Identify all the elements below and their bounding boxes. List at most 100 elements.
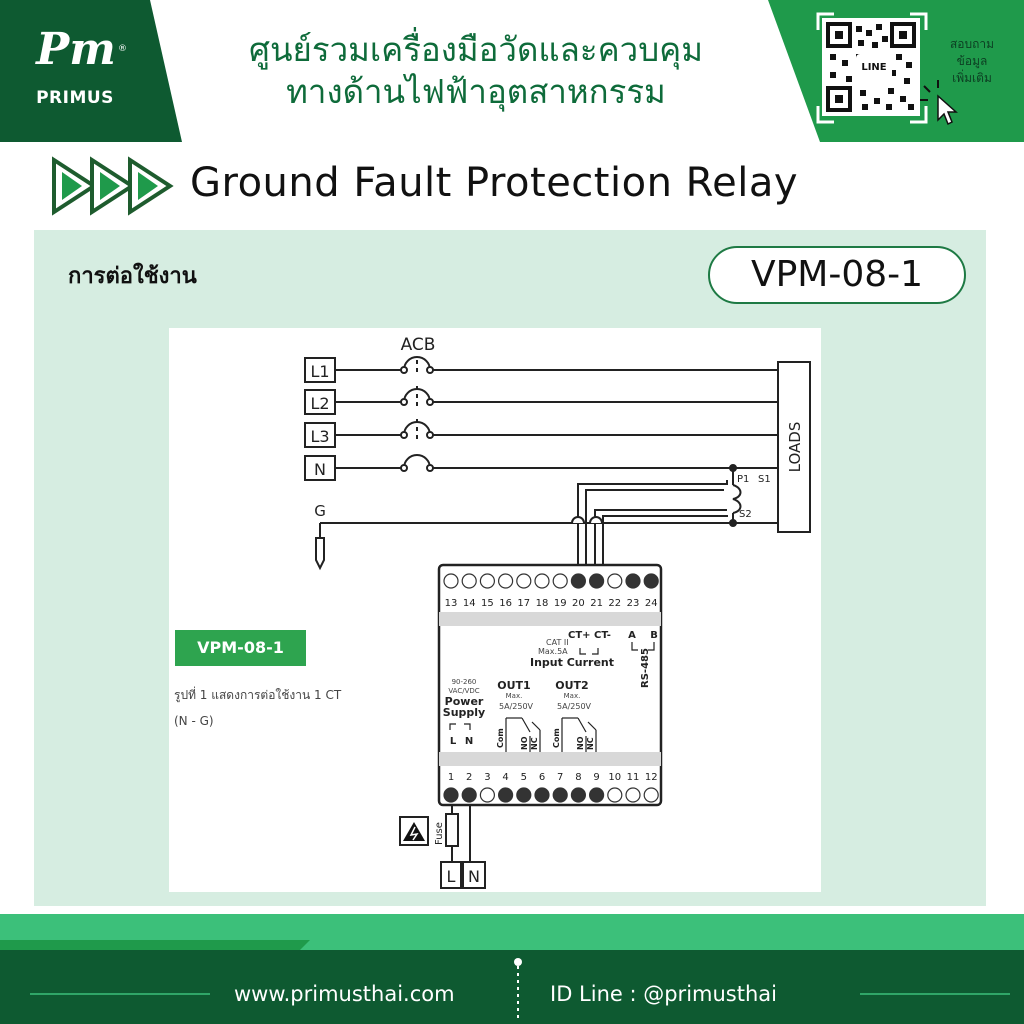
out1-max-label: Max. bbox=[506, 692, 523, 700]
terminal-screw bbox=[461, 787, 477, 803]
terminal-number: 22 bbox=[608, 598, 621, 609]
ct-s2-label: S2 bbox=[739, 509, 752, 520]
rs485-label: RS-485 bbox=[640, 648, 651, 688]
line-label-l1: L1 bbox=[310, 362, 329, 381]
fuse-label: Fuse bbox=[434, 822, 445, 845]
terminal-screw bbox=[607, 787, 623, 803]
page-title: Ground Fault Protection Relay bbox=[190, 160, 799, 206]
input-current-label: Input Current bbox=[530, 656, 614, 669]
qr-side-line-2: ข้อมูล bbox=[956, 54, 988, 68]
terminal-number: 18 bbox=[536, 598, 549, 609]
supply-n-label: N bbox=[468, 867, 480, 886]
power-n-label: N bbox=[465, 736, 473, 747]
figure-caption: รูปที่ 1 แสดงการต่อใช้งาน 1 CT bbox=[174, 688, 342, 702]
line-label-l3: L3 bbox=[310, 427, 329, 446]
supply-label: Supply bbox=[443, 706, 485, 719]
terminal-screw bbox=[625, 573, 641, 589]
loads-label: LOADS bbox=[786, 422, 804, 473]
terminal-number: 6 bbox=[539, 772, 545, 783]
terminal-number: 5 bbox=[521, 772, 527, 783]
terminal-screw bbox=[588, 787, 605, 803]
terminal-screw bbox=[643, 787, 659, 803]
terminal-screw bbox=[443, 787, 459, 803]
line-label-n: N bbox=[314, 460, 326, 479]
acb-breaker-icon bbox=[400, 356, 434, 472]
acb-label: ACB bbox=[401, 335, 436, 355]
terminal-number: 16 bbox=[499, 598, 512, 609]
out1-rating-label: 5A/250V bbox=[499, 702, 534, 711]
terminal-screw bbox=[534, 787, 550, 803]
out1-label: OUT1 bbox=[497, 679, 530, 692]
power-volts-label: 90-260 bbox=[452, 678, 477, 686]
power-l-label: L bbox=[450, 736, 457, 747]
terminal-number: 3 bbox=[484, 772, 490, 783]
terminal-number: 4 bbox=[502, 772, 508, 783]
terminal-number: 11 bbox=[627, 772, 640, 783]
terminal-number: 23 bbox=[627, 598, 640, 609]
ct-header: CT+ CT- bbox=[568, 630, 611, 641]
line-box-l3 bbox=[304, 422, 336, 448]
qr-side-line-3: เพิ่มเติม bbox=[952, 71, 992, 85]
supply-l-label: L bbox=[447, 867, 456, 886]
power-label: Power bbox=[445, 695, 484, 708]
terminal-screw bbox=[570, 573, 587, 589]
ct-p1-label: P1 bbox=[737, 474, 749, 485]
header-line-2: ทางด้านไฟฟ้าอุตสาหกรรม bbox=[286, 72, 666, 111]
line-badge: LINE bbox=[861, 62, 887, 73]
terminal-number: 19 bbox=[554, 598, 567, 609]
terminal-number: 7 bbox=[557, 772, 563, 783]
terminal-number: 10 bbox=[608, 772, 621, 783]
terminal-screw bbox=[552, 787, 568, 803]
terminal-number: 15 bbox=[481, 598, 494, 609]
terminal-number: 21 bbox=[590, 598, 603, 609]
out2-com-label: Com bbox=[552, 728, 561, 748]
terminal-screw bbox=[498, 787, 514, 803]
terminal-screw bbox=[625, 787, 641, 803]
footer-website[interactable]: www.primusthai.com bbox=[234, 982, 455, 1006]
terminal-screw bbox=[588, 573, 605, 589]
rs-a-label: A bbox=[628, 630, 636, 641]
current-transformer-icon bbox=[732, 484, 742, 514]
cat-label: CAT II bbox=[546, 638, 569, 647]
terminal-screw bbox=[516, 787, 532, 803]
terminal-screw bbox=[498, 573, 514, 589]
logo-mark: Pm bbox=[36, 24, 116, 75]
terminal-screw bbox=[570, 787, 587, 803]
out2-contact-icon bbox=[561, 717, 597, 752]
out2-label: OUT2 bbox=[555, 679, 588, 692]
terminal-screw bbox=[461, 573, 477, 589]
footer-background bbox=[0, 950, 1024, 1024]
terminal-screw bbox=[479, 787, 495, 803]
ct-s1-label: S1 bbox=[758, 474, 771, 485]
fuse-icon bbox=[445, 813, 459, 847]
terminal-screw bbox=[516, 573, 532, 589]
rs-b-label: B bbox=[650, 630, 658, 641]
line-box-n bbox=[304, 455, 336, 481]
header-line-1: ศูนย์รวมเครื่องมือวัดและควบคุม bbox=[249, 30, 703, 69]
terminal-number: 1 bbox=[448, 772, 454, 783]
qr-code-icon bbox=[822, 18, 920, 116]
line-label-l2: L2 bbox=[310, 394, 329, 413]
max5a-label: Max.5A bbox=[538, 647, 568, 656]
line-box-l1 bbox=[304, 357, 336, 383]
out2-max-label: Max. bbox=[564, 692, 581, 700]
terminal-number: 20 bbox=[572, 598, 585, 609]
terminal-screw bbox=[479, 573, 495, 589]
terminal-number: 8 bbox=[575, 772, 581, 783]
out1-no-label: NO bbox=[520, 736, 529, 750]
out1-contact-icon bbox=[505, 717, 541, 752]
qr-side-line-1: สอบถาม bbox=[949, 37, 995, 51]
out1-nc-label: NC bbox=[530, 737, 539, 750]
supply-box-n bbox=[462, 861, 486, 889]
footer-line-id[interactable]: ID Line : @primusthai bbox=[550, 982, 777, 1006]
power-type-label: VAC/VDC bbox=[448, 687, 479, 695]
registered-mark: ® bbox=[118, 44, 127, 54]
terminal-number: 12 bbox=[645, 772, 658, 783]
ground-rod-icon bbox=[315, 537, 325, 571]
terminal-number: 2 bbox=[466, 772, 472, 783]
terminal-number: 9 bbox=[593, 772, 599, 783]
terminal-number: 24 bbox=[645, 598, 658, 609]
out2-no-label: NO bbox=[576, 736, 585, 750]
